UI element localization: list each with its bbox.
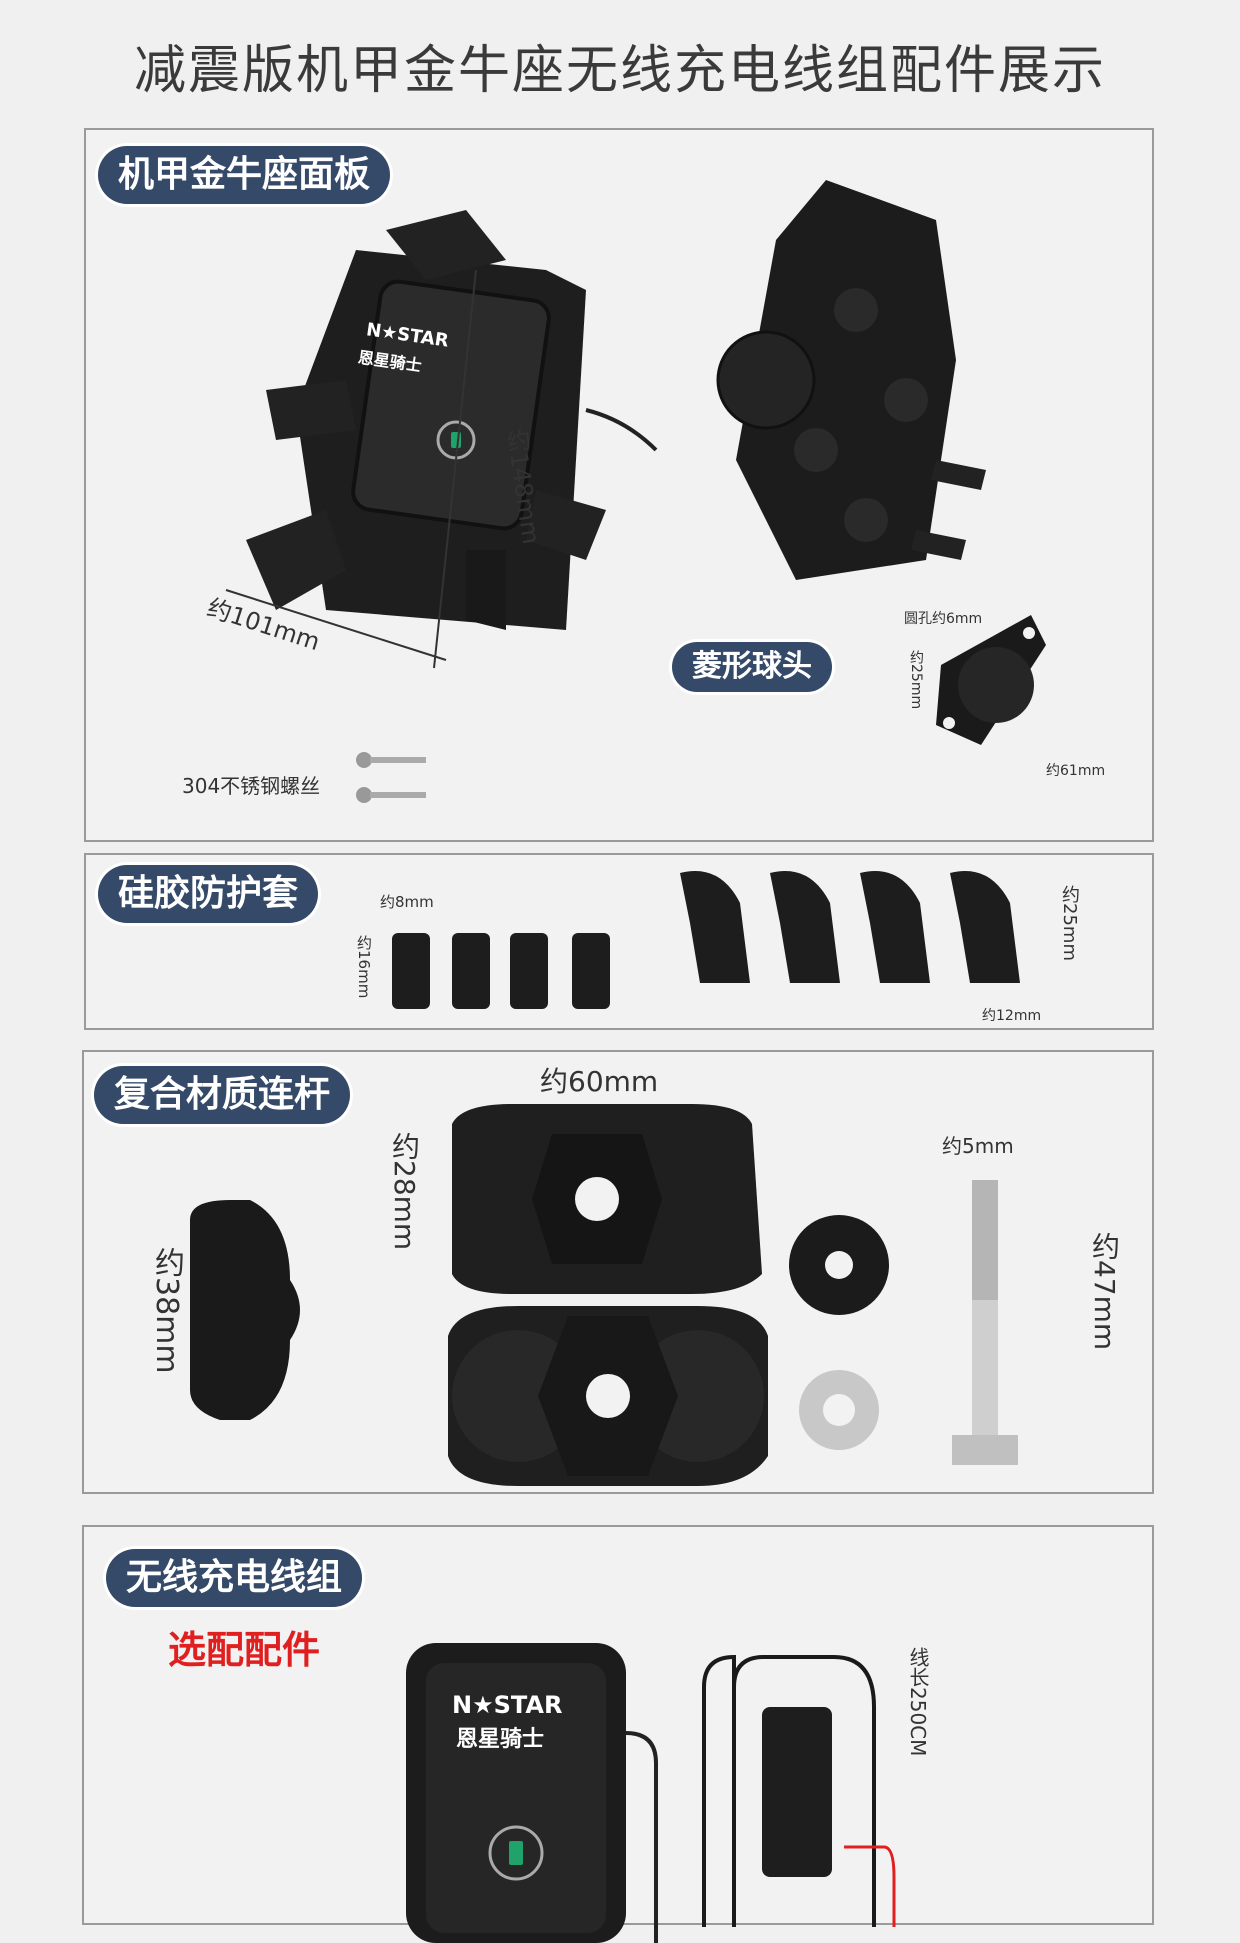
cable-converter-image <box>702 1654 896 1927</box>
arm-section-label: 复合材质连杆 <box>94 1066 351 1124</box>
washer-image <box>799 1370 879 1450</box>
cable-length-label: 线长250CM <box>906 1647 930 1757</box>
ball-head-label: 菱形球头 <box>672 642 832 692</box>
small-covers-image <box>392 933 610 1009</box>
silicone-section: 硅胶防护套 约8mm 约16mm 约25mm 约12mm <box>84 853 1154 1030</box>
small-cover-height-dim: 约16mm <box>355 935 373 999</box>
holder-back-image <box>716 180 986 580</box>
arm-height-dim: 约28mm <box>388 1132 421 1251</box>
screw-label: 304不锈钢螺丝 <box>182 774 321 798</box>
bolt-image <box>952 1180 1018 1465</box>
panel-section-label: 机甲金牛座面板 <box>98 146 391 204</box>
holder-dimension-lines <box>225 269 477 669</box>
ball-mount-image <box>936 615 1046 745</box>
arm-top-image <box>452 1104 762 1294</box>
rubber-ring-image <box>789 1215 889 1315</box>
large-covers-image <box>680 871 1020 983</box>
large-cover-width-dim: 约12mm <box>982 1008 1042 1024</box>
ball-width-dim: 约61mm <box>1046 763 1106 779</box>
holder-front-image <box>246 210 658 630</box>
charger-logo-brand: N★STAR <box>452 1691 563 1719</box>
screw-image <box>356 752 426 803</box>
arm-width-dim: 约60mm <box>540 1065 659 1098</box>
wireless-section-label: 无线充电线组 <box>106 1549 363 1607</box>
charger-pad-image <box>406 1643 658 1943</box>
knob-dim: 约38mm <box>149 1247 184 1374</box>
knob-image <box>190 1200 300 1420</box>
silicone-section-label: 硅胶防护套 <box>98 865 319 923</box>
panel-section: 机甲金牛座面板 N★STAR 恩星骑士 约148mm 约101mm 菱形球头 <box>84 128 1154 842</box>
page-title: 减震版机甲金牛座无线充电线组配件展示 <box>133 41 1106 101</box>
ball-height-dim: 约25mm <box>908 650 924 710</box>
small-cover-width-dim: 约8mm <box>380 893 434 911</box>
bolt-width-dim: 约5mm <box>942 1134 1014 1158</box>
arm-section: 复合材质连杆 约38mm 约60mm 约28mm 约5mm 约47mm <box>82 1050 1154 1494</box>
bolt-length-dim: 约47mm <box>1088 1232 1121 1351</box>
arm-bottom-image <box>448 1306 768 1486</box>
ball-hole-dim: 圆孔约6mm <box>904 611 983 627</box>
charger-logo-sub: 恩星骑士 <box>456 1727 545 1752</box>
optional-accessory-label: 选配配件 <box>168 1628 321 1672</box>
large-cover-height-dim: 约25mm <box>1059 885 1080 961</box>
wireless-section: 无线充电线组 选配配件 N★STAR 恩星骑士 线长250CM <box>82 1525 1154 1943</box>
